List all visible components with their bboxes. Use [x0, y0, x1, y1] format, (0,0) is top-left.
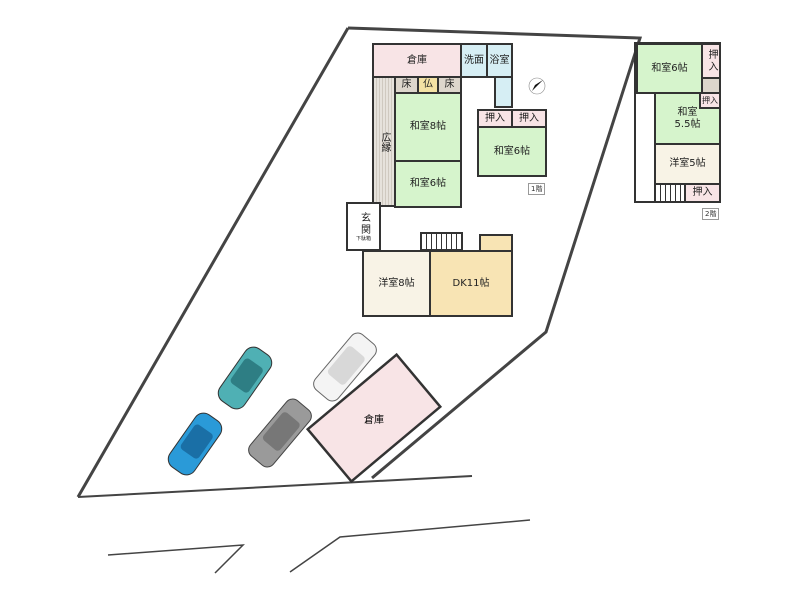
floor1-label: 1階 — [528, 183, 546, 195]
oshiire-label: 押入 — [702, 95, 718, 105]
car-gray — [248, 398, 312, 468]
outbuilding-label: 倉庫 — [364, 415, 384, 426]
lot-boundary — [347, 26, 643, 480]
washroom-label: 洗面 — [464, 54, 484, 66]
tokonoma-label: 床 — [444, 79, 455, 90]
butsudan-label: 仏 — [423, 79, 433, 90]
bathroom-label: 浴室 — [489, 54, 510, 66]
washitsu-6-label: 和室6帖 — [493, 145, 531, 157]
washitsu-55-label-1: 和室 — [677, 106, 698, 118]
engawa-label: 広縁 — [379, 131, 390, 152]
washitsu-6-label: 和室6帖 — [651, 62, 688, 74]
floor2-label: 2階 — [702, 208, 720, 220]
washitsu-8-label: 和室8帖 — [409, 121, 447, 132]
car-teal — [217, 346, 273, 410]
lot-boundary-bottom — [77, 475, 473, 498]
stairs-1f — [420, 232, 463, 251]
washitsu-6-2f: 和室6帖 — [636, 43, 703, 94]
oshiire-2f-1: 押入 — [701, 43, 721, 79]
washroom: 洗面 — [460, 43, 488, 78]
car-blue — [167, 412, 223, 476]
compass-icon — [528, 77, 546, 95]
entrance-label: 玄関 — [358, 211, 370, 236]
shoe-rack-label: 下駄箱 — [355, 235, 371, 242]
youshitsu-8: 洋室8帖 — [362, 250, 431, 317]
oshiire-label: 押入 — [519, 112, 539, 124]
washitsu-6-label: 和室6帖 — [409, 178, 447, 189]
outbuilding-storage-shape — [305, 352, 443, 484]
road-line-right — [289, 519, 531, 573]
tokonoma-label: 床 — [401, 79, 412, 90]
washitsu-8: 和室8帖 — [394, 92, 462, 162]
car-white — [313, 332, 377, 402]
engawa: 広縁 — [372, 76, 396, 207]
dk-label: DK11帖 — [452, 277, 490, 289]
washitsu-6-west: 和室6帖 — [394, 160, 462, 208]
lot-boundary-left — [76, 27, 350, 498]
youshitsu-5: 洋室5帖 — [654, 143, 721, 185]
oshiire-label: 押入 — [706, 49, 717, 73]
washitsu-6-east: 和室6帖 — [477, 126, 547, 177]
road-line-left — [107, 544, 245, 574]
toilet — [494, 76, 513, 108]
oshiire-2f-2: 押入 — [699, 92, 721, 109]
stairs-2f — [654, 183, 686, 203]
storage-label: 倉庫 — [407, 54, 427, 66]
oshiire-label: 押入 — [485, 112, 505, 124]
oshiire-label: 押入 — [692, 187, 713, 198]
bathroom: 浴室 — [486, 43, 513, 78]
oshiire-2f-3: 押入 — [684, 183, 721, 203]
youshitsu-5-label: 洋室5帖 — [669, 158, 706, 169]
washitsu-55-label-2: 5.5帖 — [674, 118, 701, 130]
storage-room: 倉庫 — [372, 43, 462, 78]
entrance: 玄関 下駄箱 — [346, 202, 381, 251]
youshitsu-8-label: 洋室8帖 — [378, 277, 415, 289]
dining-kitchen: DK11帖 — [429, 250, 513, 317]
